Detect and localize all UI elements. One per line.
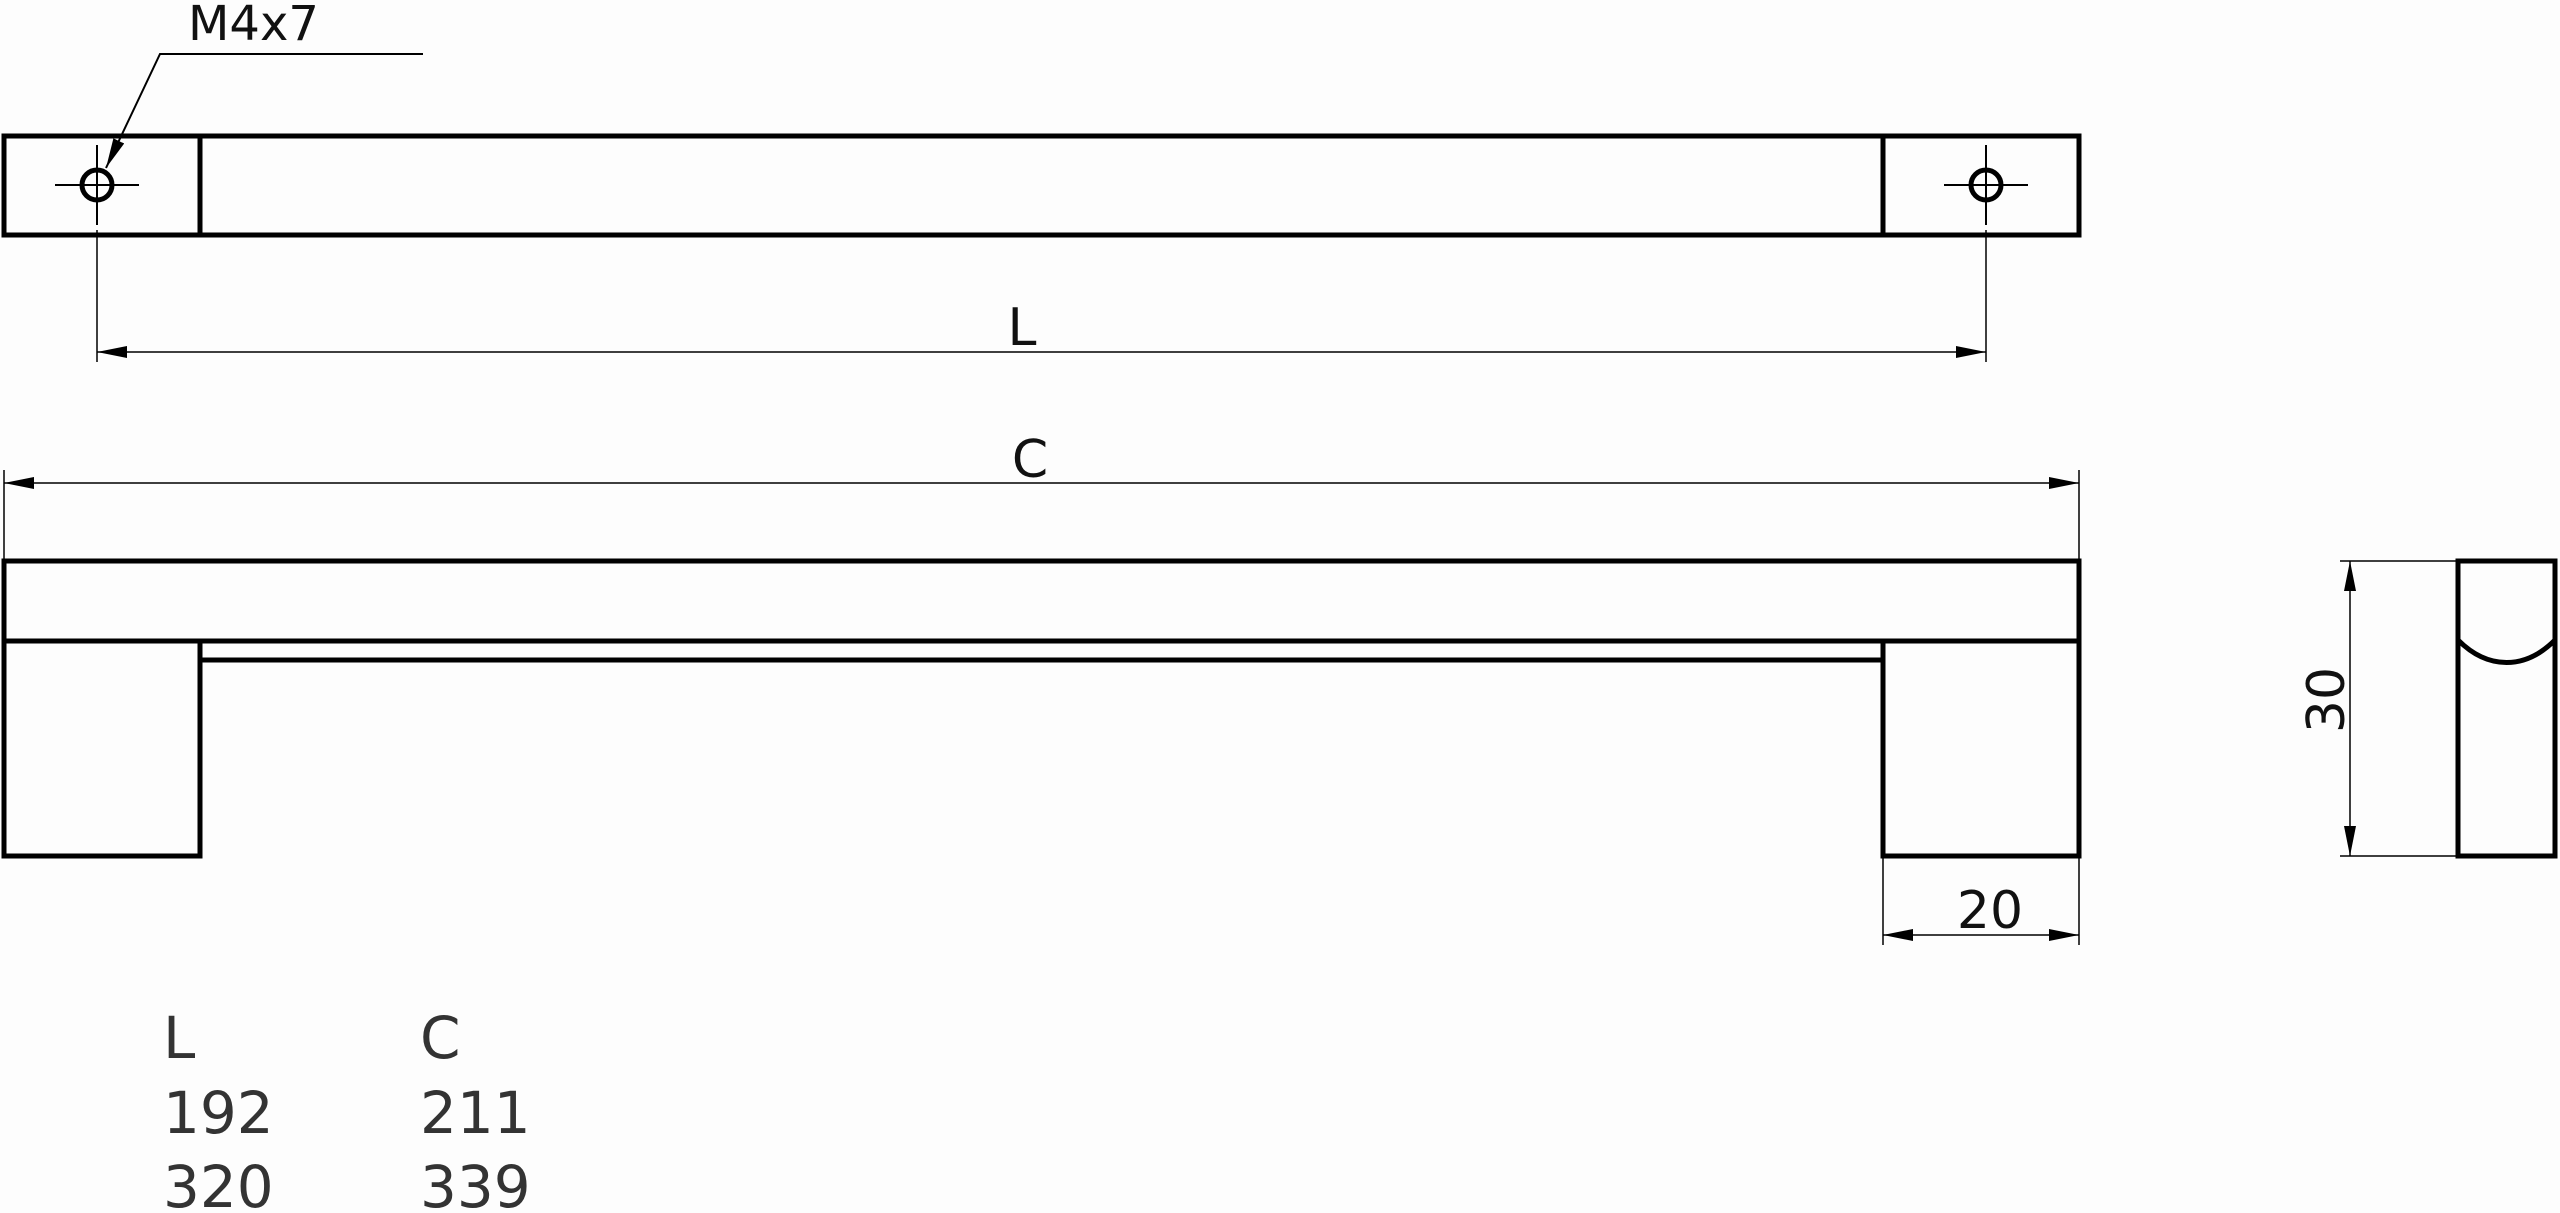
table-header-c: C — [420, 1004, 461, 1072]
table-cell-l-1: 192 — [163, 1079, 274, 1147]
dimension-width — [1882, 856, 2080, 945]
size-table: L C 192 211 320 339 — [163, 1004, 531, 1213]
side-view-profile-curve — [2456, 638, 2557, 665]
table-cell-l-2: 320 — [163, 1153, 274, 1213]
table-cell-c-1: 211 — [420, 1079, 531, 1147]
dimension-c — [3, 470, 2080, 560]
front-view — [1, 558, 2082, 859]
dimension-c-label: C — [1012, 430, 1048, 490]
table-cell-c-2: 339 — [420, 1153, 531, 1213]
dimension-height — [2340, 560, 2458, 857]
side-view-outline — [2455, 558, 2558, 859]
table-header-l: L — [163, 1004, 195, 1072]
dimension-width-label: 20 — [1957, 881, 2023, 941]
right-mounting-hole — [1944, 145, 2028, 225]
left-mounting-hole — [55, 145, 139, 225]
thread-label: M4x7 — [188, 0, 319, 52]
dimension-height-label: 30 — [2297, 667, 2357, 733]
dimension-l-label: L — [1008, 298, 1037, 358]
top-view-outline — [1, 133, 2082, 238]
thread-leader-line — [105, 53, 423, 169]
dimension-l — [96, 230, 1987, 362]
front-view-left-leg — [1, 641, 203, 859]
front-view-right-leg — [1880, 641, 2082, 859]
front-view-bar — [1, 558, 2082, 644]
top-view — [1, 53, 2082, 238]
side-view — [2455, 558, 2558, 859]
